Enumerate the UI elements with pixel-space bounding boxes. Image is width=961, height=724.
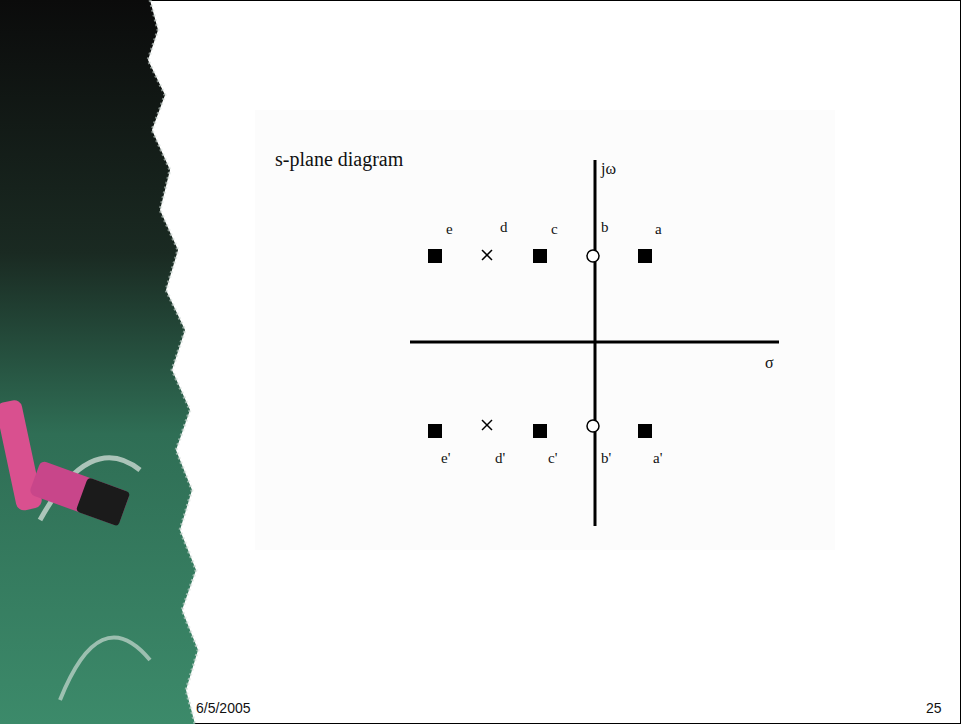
point-label: d' bbox=[495, 450, 505, 467]
zero-circle bbox=[587, 250, 599, 262]
square-marker bbox=[428, 424, 442, 438]
slide-number: 25 bbox=[926, 701, 942, 716]
square-marker bbox=[638, 424, 652, 438]
point-label: c bbox=[551, 221, 558, 238]
pole-x bbox=[482, 250, 492, 260]
point-label: e' bbox=[441, 450, 450, 467]
diagram-title: s-plane diagram bbox=[275, 148, 403, 170]
chalk-edge bbox=[148, 0, 198, 724]
chalkboard-strip bbox=[0, 0, 198, 724]
chalk-scribble bbox=[60, 638, 150, 701]
slide-date: 6/5/2005 bbox=[196, 701, 251, 716]
square-marker bbox=[533, 249, 547, 263]
axis-label: σ bbox=[765, 354, 774, 372]
point-label: c' bbox=[548, 450, 557, 467]
point-label: a bbox=[655, 221, 662, 238]
square-marker bbox=[638, 249, 652, 263]
point-label: b bbox=[601, 219, 609, 236]
square-marker bbox=[533, 424, 547, 438]
diagram-panel bbox=[255, 110, 835, 550]
point-label: d bbox=[500, 219, 508, 236]
axis-label: jω bbox=[601, 160, 616, 178]
pole-x bbox=[482, 420, 492, 430]
real-axis bbox=[410, 341, 779, 344]
square-marker bbox=[428, 249, 442, 263]
point-label: b' bbox=[601, 450, 611, 467]
pink-chalk bbox=[29, 460, 131, 526]
point-label: e bbox=[446, 221, 453, 238]
point-label: a' bbox=[653, 450, 662, 467]
zero-circle bbox=[587, 420, 599, 432]
